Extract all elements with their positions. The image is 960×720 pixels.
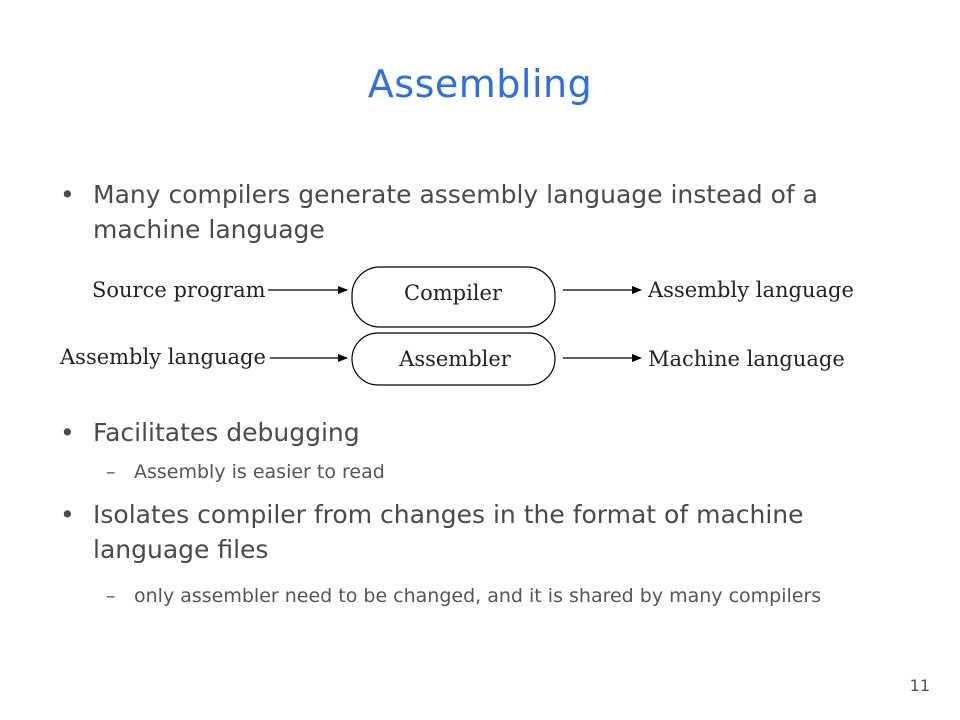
sub-bullet-marker: – xyxy=(106,461,116,483)
sub-bullet-text: only assembler need to be changed, and i… xyxy=(134,585,822,607)
bullet-text: Isolates compiler from changes in the fo… xyxy=(93,500,804,564)
bullet-item-3: • Isolates compiler from changes in the … xyxy=(60,497,900,567)
diagram-process-box-1 xyxy=(351,266,556,328)
sub-bullet-marker: – xyxy=(106,585,116,607)
bullet-marker: • xyxy=(60,500,75,529)
diagram-process-1: Compiler xyxy=(404,281,503,305)
sub-bullet-item-2: – only assembler need to be changed, and… xyxy=(106,582,886,611)
diagram-process-box-2 xyxy=(351,332,556,386)
bullet-marker: • xyxy=(60,418,75,447)
sub-bullet-text: Assembly is easier to read xyxy=(134,461,385,483)
bullet-item-2: • Facilitates debugging xyxy=(60,415,900,450)
diagram-output-1: Assembly language xyxy=(647,278,854,302)
slide-title: Assembling xyxy=(367,62,593,106)
diagram-input-2: Assembly language xyxy=(59,345,266,369)
bullet-text: Many compilers generate assembly languag… xyxy=(93,180,818,244)
bullet-item-1: • Many compilers generate assembly langu… xyxy=(60,177,900,247)
compilation-diagram: Source program Compiler Assembly languag… xyxy=(59,266,854,386)
diagram-process-2: Assembler xyxy=(398,347,512,371)
diagram-output-2: Machine language xyxy=(648,347,845,371)
diagram-input-1: Source program xyxy=(92,278,266,302)
page-number: 11 xyxy=(909,676,930,695)
bullet-text: Facilitates debugging xyxy=(93,418,360,447)
bullet-marker: • xyxy=(60,180,75,209)
sub-bullet-item-1: – Assembly is easier to read xyxy=(106,458,906,487)
